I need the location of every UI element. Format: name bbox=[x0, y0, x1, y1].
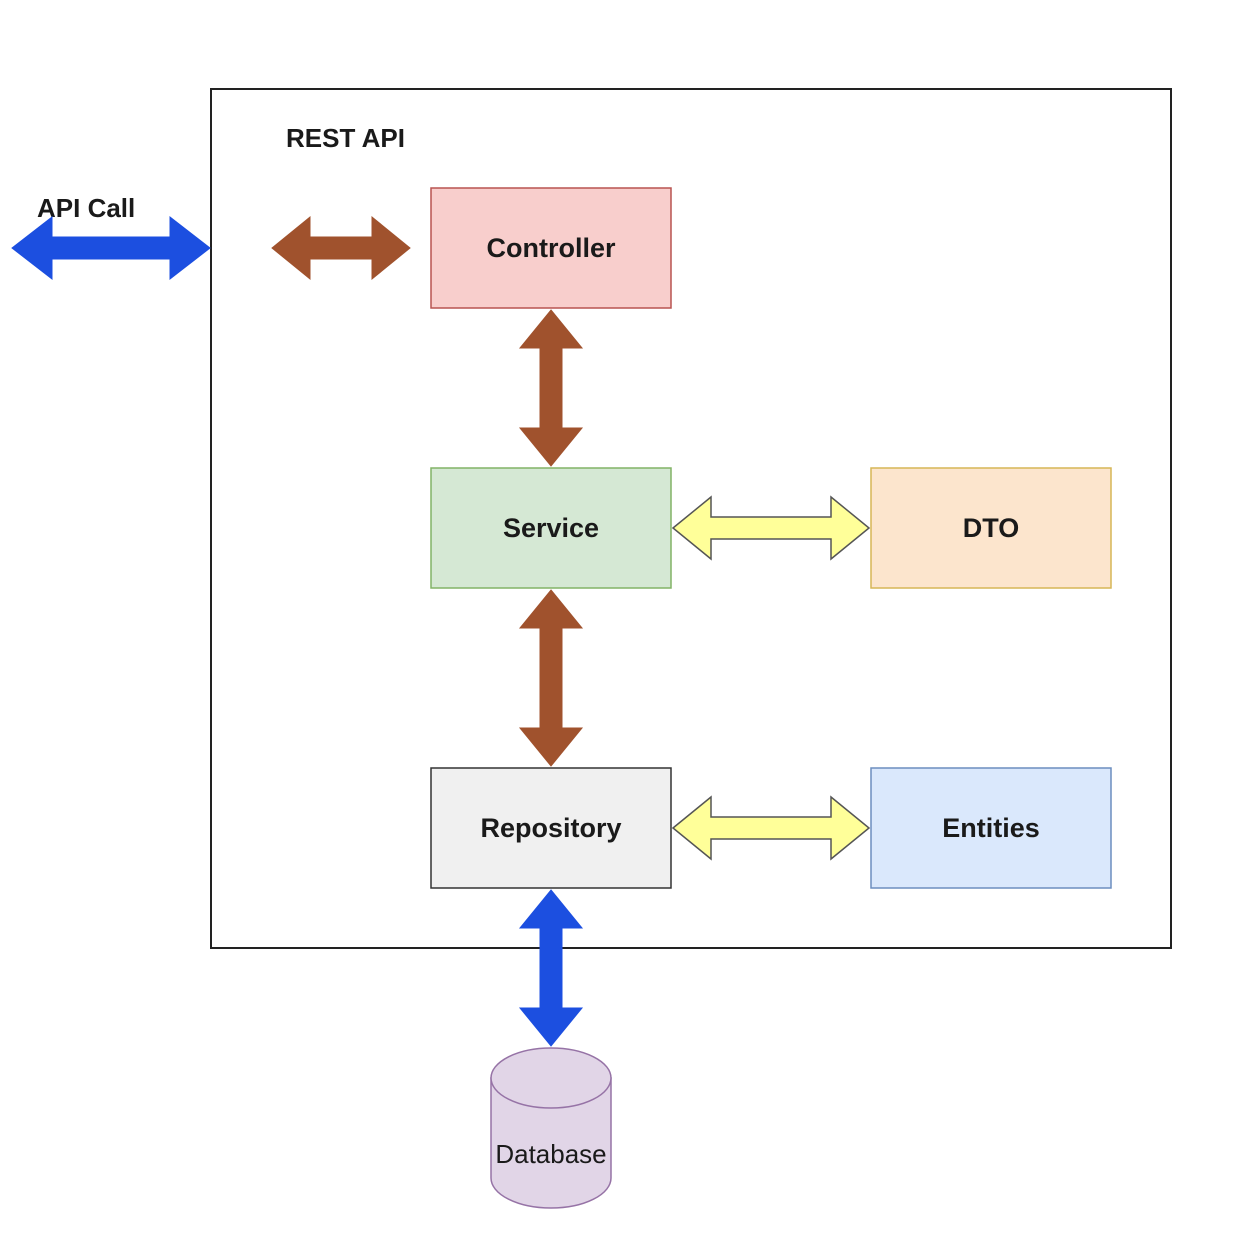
controller-service-arrow bbox=[518, 309, 584, 467]
rest-api-title: REST API bbox=[286, 123, 405, 153]
database-cylinder-top bbox=[490, 1047, 612, 1109]
controller-node[interactable]: Controller bbox=[430, 187, 672, 309]
repository-database-arrow bbox=[518, 889, 584, 1047]
controller-label: Controller bbox=[486, 233, 615, 263]
repository-label: Repository bbox=[480, 813, 621, 843]
dto-box bbox=[870, 467, 1112, 589]
controller-box bbox=[430, 187, 672, 309]
entities-box bbox=[870, 767, 1112, 889]
repository-box bbox=[430, 767, 672, 889]
database-cylinder-body bbox=[490, 1077, 612, 1209]
service-label: Service bbox=[503, 513, 599, 543]
database-node[interactable]: Database bbox=[490, 1047, 612, 1209]
api-call-label: API Call bbox=[37, 193, 135, 223]
service-node[interactable]: Service bbox=[430, 467, 672, 589]
entities-label: Entities bbox=[942, 813, 1040, 843]
service-box bbox=[430, 467, 672, 589]
dto-node[interactable]: DTO bbox=[870, 467, 1112, 589]
repository-entities-arrow bbox=[671, 795, 871, 861]
database-label: Database bbox=[495, 1139, 606, 1169]
dto-label: DTO bbox=[963, 513, 1020, 543]
service-dto-arrow bbox=[671, 495, 871, 561]
api-call-arrow bbox=[11, 215, 211, 281]
entities-node[interactable]: Entities bbox=[870, 767, 1112, 889]
service-repository-arrow bbox=[518, 589, 584, 767]
repository-node[interactable]: Repository bbox=[430, 767, 672, 889]
controller-inbound-arrow bbox=[271, 215, 411, 281]
